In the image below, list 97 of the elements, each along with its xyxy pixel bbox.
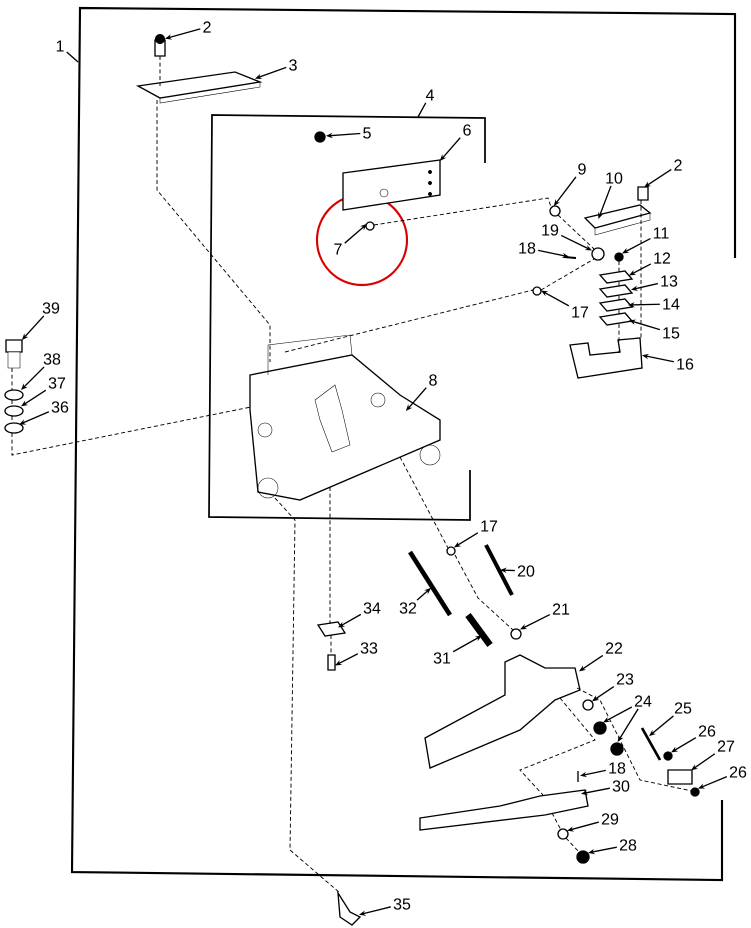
callout-number: 1: [56, 40, 64, 52]
nut-drawing: [690, 787, 700, 797]
dashed-assembly-line: [640, 200, 642, 340]
dashed-assembly-line: [618, 324, 620, 354]
callout-number: 33: [360, 642, 378, 654]
callout-number: 28: [620, 839, 636, 851]
pin-drawing: [365, 221, 375, 231]
nut-drawing: [663, 751, 673, 761]
leader-line: [66, 51, 78, 62]
pin-drawing: [640, 727, 662, 761]
screw-drawing: [314, 131, 326, 143]
callout-number: 18: [609, 762, 626, 774]
callout-number: 26: [698, 725, 716, 737]
callout-number: 23: [616, 673, 634, 685]
callout-number: 30: [612, 780, 630, 792]
bolt-drawing: [327, 654, 336, 671]
block-drawing: [667, 769, 693, 785]
washer-drawing: [582, 699, 594, 711]
dashed-assembly-line: [284, 290, 534, 352]
dashed-assembly-line: [576, 688, 692, 792]
nut-drawing: [576, 850, 590, 864]
callout-number: 9: [578, 163, 586, 175]
washer-drawing: [510, 628, 522, 640]
dashed-assembly-line: [156, 100, 270, 362]
callout-number: 2: [203, 21, 211, 33]
callout-number: 2: [674, 159, 682, 171]
dashed-assembly-line: [454, 554, 514, 630]
callout-number: 14: [663, 298, 680, 310]
dashed-assembly-line: [274, 498, 340, 894]
callout-number: 29: [602, 813, 618, 825]
callout-number: 22: [606, 642, 622, 654]
callout-number: 34: [364, 602, 380, 614]
callout-number: 7: [334, 244, 342, 254]
dashed-assembly-line: [618, 296, 620, 302]
callout-number: 4: [426, 90, 434, 100]
callout-number: 17: [481, 520, 498, 532]
dashed-assembly-line: [540, 258, 594, 290]
callout-number: 19: [542, 224, 558, 236]
spring-drawing: [465, 613, 493, 647]
screw-drawing: [614, 252, 624, 262]
dashed-assembly-line: [12, 406, 252, 456]
rod-drawing: [484, 544, 514, 596]
leader-line: [417, 102, 426, 118]
callout-number: 24: [634, 695, 652, 707]
dashed-assembly-line: [618, 260, 620, 274]
callout-number: 17: [572, 306, 588, 318]
dashed-assembly-line: [400, 456, 448, 548]
base-drawing: [249, 334, 441, 501]
bracket-drawing: [342, 159, 441, 211]
callout-number: 3: [289, 59, 297, 71]
washer-drawing: [4, 422, 24, 434]
callout-number: 37: [48, 377, 66, 389]
lever-drawing: [424, 654, 581, 769]
dashed-assembly-line: [552, 812, 562, 830]
fitting-drawing: [549, 205, 561, 217]
washer-drawing: [4, 389, 24, 401]
callout-number: 31: [434, 652, 450, 664]
callout-number: 16: [677, 358, 694, 370]
callout-number: 15: [663, 327, 680, 339]
callout-number: 35: [394, 898, 410, 910]
nut-drawing: [593, 721, 607, 735]
callout-number: 10: [606, 172, 622, 184]
callout-number: 38: [44, 353, 60, 365]
block-drawing: [569, 337, 643, 379]
pin-drawing: [564, 256, 576, 259]
ball-drawing: [532, 286, 542, 296]
dashed-assembly-line: [330, 634, 332, 656]
bolt-drawing: [5, 339, 23, 368]
callout-number: 6: [463, 124, 471, 136]
washer-drawing: [557, 828, 569, 840]
callout-number: 25: [674, 702, 692, 714]
callout-number: 8: [429, 374, 437, 386]
callout-number: 20: [518, 565, 534, 577]
bolt-drawing: [637, 186, 649, 201]
dashed-assembly-line: [618, 282, 620, 288]
roller-drawing: [591, 247, 605, 261]
dashed-assembly-line: [566, 838, 580, 852]
dashed-assembly-line: [558, 214, 594, 250]
nut-drawing: [610, 742, 624, 756]
callout-number: 39: [42, 302, 60, 314]
lever-drawing: [419, 789, 589, 831]
washer-drawing: [4, 405, 24, 417]
callout-number: 27: [718, 740, 734, 752]
callout-number: 36: [52, 401, 68, 413]
bolt-drawing: [154, 34, 166, 57]
callout-number: 21: [552, 603, 570, 615]
dashed-assembly-line: [618, 310, 620, 316]
callout-number: 18: [519, 242, 536, 254]
callout-number: 12: [654, 252, 670, 264]
callout-number: 13: [661, 275, 678, 287]
callout-number: 26: [730, 766, 746, 778]
callout-number: 32: [400, 602, 416, 614]
callout-number: 5: [363, 127, 371, 139]
dashed-assembly-line: [374, 197, 552, 226]
callout-number: 11: [654, 228, 669, 238]
ball-drawing: [446, 546, 456, 556]
dashed-assembly-line: [519, 698, 596, 796]
